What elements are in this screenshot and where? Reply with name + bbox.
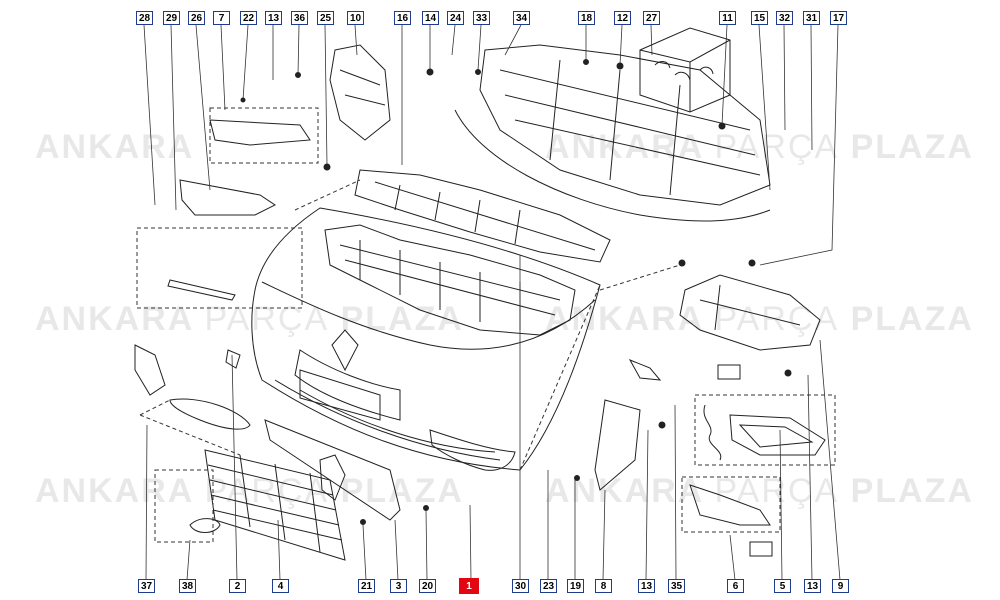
- top-callout-25-7: 25: [317, 11, 334, 25]
- fog-lamp-bezel-5: [729, 414, 826, 456]
- lower-spoiler-strip: [454, 109, 771, 222]
- bottom-callout-13-16: 13: [804, 579, 821, 593]
- license-plate-area: [299, 369, 381, 421]
- top-callout-15-18: 15: [751, 11, 768, 25]
- bottom-callout-8-11: 8: [595, 579, 612, 593]
- top-callout-18-14: 18: [578, 11, 595, 25]
- bumper-upper-edge: [261, 281, 596, 350]
- upper-carrier: [354, 169, 611, 263]
- top-callout-12-15: 12: [614, 11, 631, 25]
- bottom-callout-6-14: 6: [727, 579, 744, 593]
- top-callout-31-20: 31: [803, 11, 820, 25]
- bottom-callout-19-10: 19: [567, 579, 584, 593]
- bottom-callout-21-4: 21: [358, 579, 375, 593]
- harness-wire: [703, 404, 722, 461]
- impact-absorber: [324, 224, 576, 336]
- bottom-callout-2-2: 2: [229, 579, 246, 593]
- drl-unit-6: [689, 484, 771, 526]
- top-callout-11-17: 11: [719, 11, 736, 25]
- left-bracket: [329, 44, 391, 141]
- fog-surround-left: [134, 344, 166, 396]
- sill-strip-28: [167, 279, 236, 301]
- logo-diamond: [331, 329, 359, 372]
- clip-kit-box: [639, 27, 731, 113]
- top-callout-26-2: 26: [188, 11, 205, 25]
- top-callout-13-5: 13: [265, 11, 282, 25]
- top-callout-14-10: 14: [422, 11, 439, 25]
- bumper-fog-recess-right: [429, 429, 516, 471]
- lamp-surround-26: [179, 179, 276, 216]
- top-callout-36-6: 36: [291, 11, 308, 25]
- bottom-callout-9-17: 9: [832, 579, 849, 593]
- label-plate-right: [717, 364, 741, 380]
- top-callout-28-0: 28: [136, 11, 153, 25]
- bottom-callout-35-13: 35: [668, 579, 685, 593]
- fog-lamp-ring: [738, 424, 814, 448]
- top-callout-10-8: 10: [347, 11, 364, 25]
- bottom-callout-37-0: 37: [138, 579, 155, 593]
- top-callout-16-9: 16: [394, 11, 411, 25]
- clip-bracket-2: [225, 349, 241, 369]
- trim-strip-7: [209, 119, 311, 146]
- bottom-callout-5-15: 5: [774, 579, 791, 593]
- watermark-left-1: ANKARA: [35, 128, 195, 166]
- bottom-callout-4-3: 4: [272, 579, 289, 593]
- bottom-callout-1-7: 1: [459, 578, 479, 594]
- top-callout-33-12: 33: [473, 11, 490, 25]
- top-callout-34-13: 34: [513, 11, 530, 25]
- top-callout-7-3: 7: [213, 11, 230, 25]
- top-callout-24-11: 24: [447, 11, 464, 25]
- bumper-grille-opening: [294, 349, 401, 421]
- bottom-callout-3-5: 3: [390, 579, 407, 593]
- bottom-callout-38-1: 38: [179, 579, 196, 593]
- top-callout-32-19: 32: [776, 11, 793, 25]
- label-plate-bottom: [749, 541, 773, 557]
- watermark-left-2: ANKARA PARÇA PLAZA: [35, 300, 464, 338]
- front-bumper-shell: [251, 207, 601, 471]
- clip-19: [628, 359, 662, 381]
- fog-grille-left: [169, 398, 251, 430]
- sensor-ring-38: [189, 518, 221, 533]
- undertray: [479, 44, 771, 206]
- side-strip-23: [594, 399, 641, 491]
- chrome-grille-strip: [264, 419, 401, 521]
- bumper-lower-intake: [274, 379, 501, 461]
- top-callout-22-4: 22: [240, 11, 257, 25]
- lower-grille: [204, 449, 346, 561]
- bottom-callout-30-8: 30: [512, 579, 529, 593]
- watermark-left-3: ANKARA PARÇA PLAZA: [35, 472, 464, 510]
- top-callout-29-1: 29: [163, 11, 180, 25]
- top-callout-27-16: 27: [643, 11, 660, 25]
- bottom-callout-23-9: 23: [540, 579, 557, 593]
- bottom-callout-20-6: 20: [419, 579, 436, 593]
- right-bracket: [679, 274, 821, 351]
- top-callout-17-21: 17: [830, 11, 847, 25]
- bottom-callout-13-12: 13: [638, 579, 655, 593]
